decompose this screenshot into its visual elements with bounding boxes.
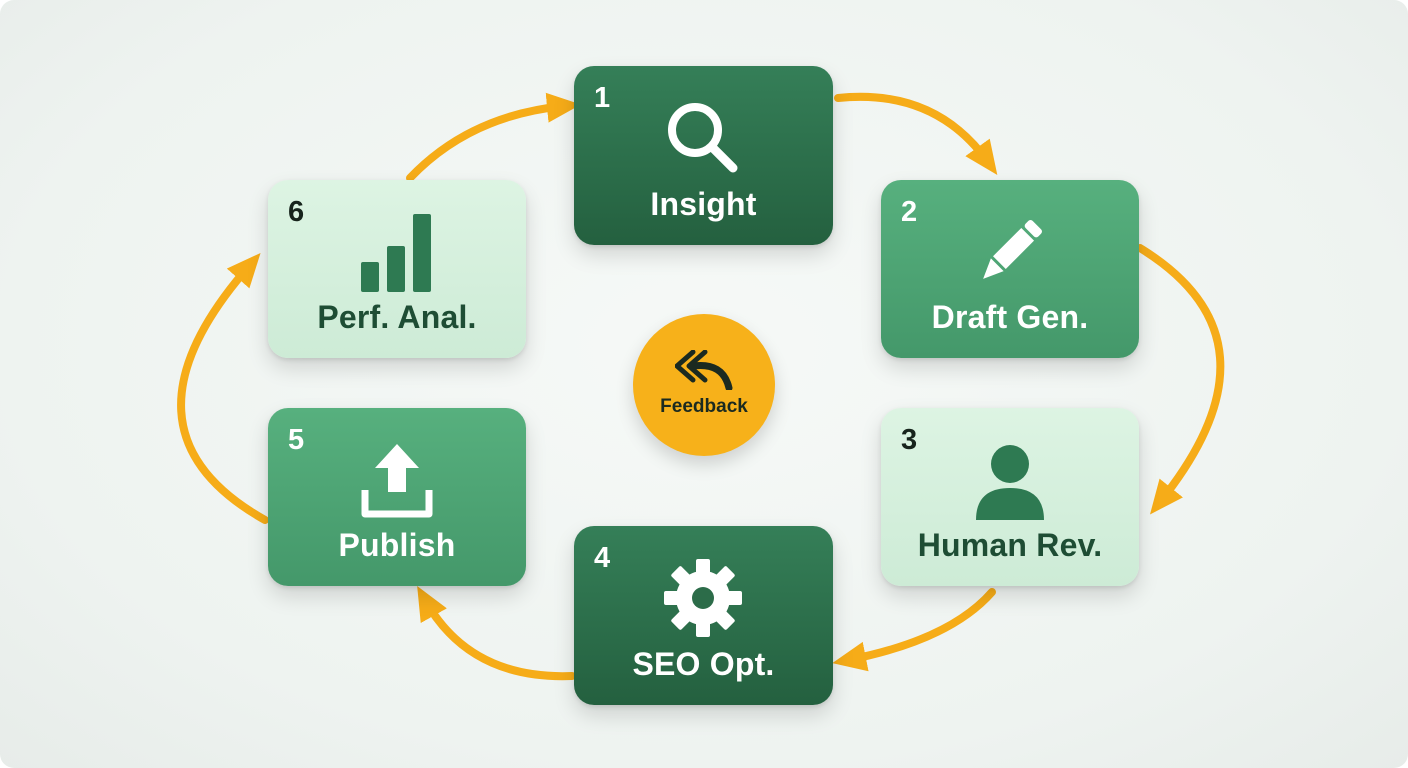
arrow-seo-to-publish <box>417 586 576 681</box>
bar-chart-icon <box>361 214 431 292</box>
step-number: 5 <box>288 424 305 456</box>
step-number: 4 <box>594 542 611 574</box>
step-label: Perf. Anal. <box>317 299 477 335</box>
arrow-publish-to-analysis <box>177 252 269 524</box>
step-label: Human Rev. <box>917 527 1103 563</box>
search-icon <box>668 103 738 173</box>
hub-label: Feedback <box>660 396 748 417</box>
step-publish: 5 Publish <box>268 408 526 586</box>
reply-all-icon <box>675 350 733 390</box>
step-label: Draft Gen. <box>931 299 1089 335</box>
step-human-review: 3 Human Rev. <box>881 408 1139 586</box>
arrow-insight-to-draft <box>834 92 998 176</box>
feedback-hub: Feedback <box>633 314 775 456</box>
step-performance-analysis: 6 Perf. Anal. <box>268 180 526 358</box>
step-number: 3 <box>901 424 918 456</box>
step-insight: 1 Insight <box>574 66 833 245</box>
arrow-review-to-seo <box>832 588 996 672</box>
step-label: SEO Opt. <box>632 646 775 682</box>
gear-icon <box>664 559 742 637</box>
step-draft-gen: 2 Draft Gen. <box>881 180 1139 358</box>
step-number: 2 <box>901 196 918 228</box>
step-number: 1 <box>594 82 611 114</box>
pencil-icon <box>983 220 1042 279</box>
step-seo-opt: 4 SEO Opt. <box>574 526 833 705</box>
upload-icon <box>361 444 433 518</box>
arrow-analysis-to-insight <box>406 92 581 182</box>
step-number: 6 <box>288 196 305 228</box>
step-label: Insight <box>650 186 757 222</box>
person-icon <box>976 445 1044 520</box>
step-label: Publish <box>338 527 456 563</box>
arrow-draft-to-review <box>1136 244 1225 515</box>
